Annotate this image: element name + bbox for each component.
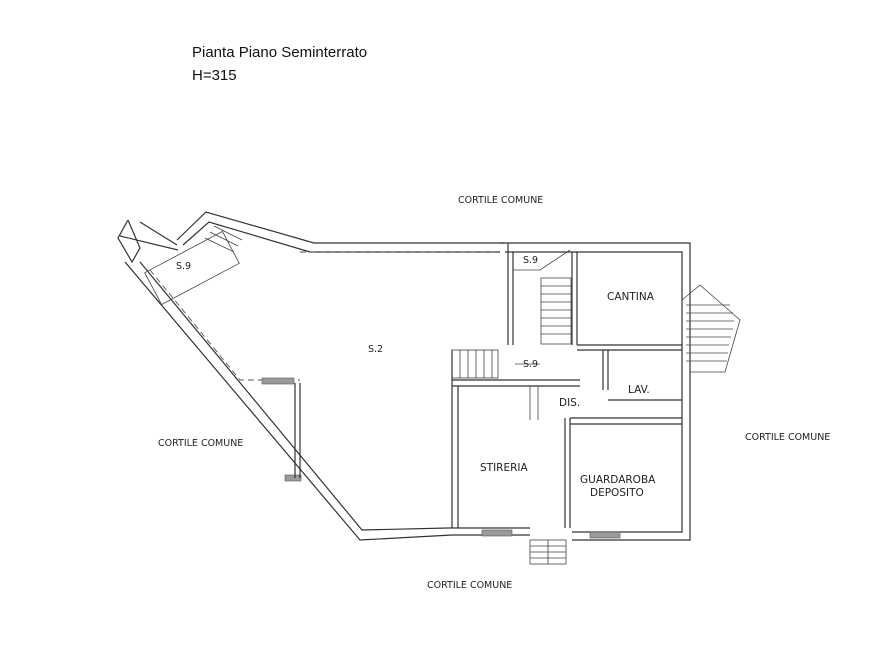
label-stireria: STIRERIA	[480, 462, 528, 474]
left-wing-walls	[117, 211, 505, 541]
windows	[261, 377, 621, 539]
plan-title: Pianta Piano Seminterrato	[192, 44, 368, 61]
label-cortile-top: CORTILE COMUNE	[458, 195, 543, 206]
label-s9-mid: S.9	[523, 359, 538, 370]
label-s9-left: S.9	[176, 261, 191, 272]
label-lav: LAV.	[628, 384, 650, 396]
label-dis: DIS.	[559, 397, 580, 409]
staircase-upper	[540, 277, 572, 345]
label-s9-top: S.9	[523, 255, 538, 266]
label-guardaroba: GUARDAROBA	[580, 474, 656, 486]
label-s2: S.2	[368, 344, 383, 355]
label-cortile-left: CORTILE COMUNE	[158, 438, 243, 449]
label-cortile-bottom: CORTILE COMUNE	[427, 580, 512, 591]
staircase-lower	[451, 349, 499, 379]
plan-height: H=315	[192, 67, 237, 84]
label-cantina: CANTINA	[607, 291, 655, 303]
label-deposito: DEPOSITO	[590, 487, 644, 499]
label-cortile-right: CORTILE COMUNE	[745, 432, 830, 443]
main-building-walls	[448, 242, 691, 541]
external-staircase-right	[681, 284, 741, 373]
entrance-staircase-bottom	[529, 539, 567, 565]
storage-s9-left	[144, 225, 243, 306]
